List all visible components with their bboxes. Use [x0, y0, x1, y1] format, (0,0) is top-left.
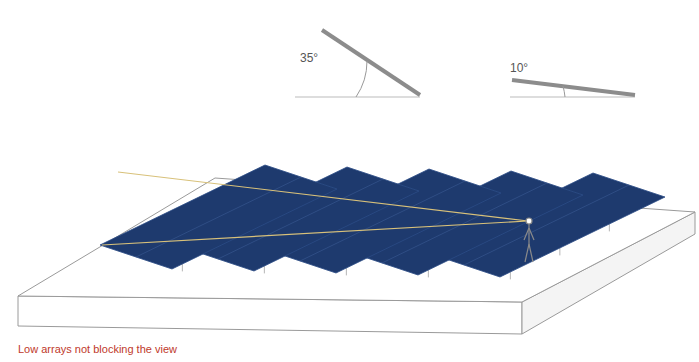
panel-seam [382, 183, 547, 263]
panel-seam [464, 185, 629, 265]
panel-seam [136, 177, 301, 257]
solar-panels [100, 165, 665, 277]
sight-line [102, 221, 528, 245]
angle-label: 10° [510, 62, 528, 75]
panel-seam [218, 179, 383, 259]
angle-label: 35° [300, 52, 318, 65]
caption: Low arrays not blocking the view [18, 343, 177, 355]
platform-front [18, 296, 522, 334]
tilt-icon [510, 80, 635, 97]
panel-seam [300, 181, 465, 261]
sight-line [118, 172, 528, 221]
person-figure [524, 218, 534, 262]
tilt-icon [295, 30, 420, 97]
solar-panel [100, 165, 337, 269]
